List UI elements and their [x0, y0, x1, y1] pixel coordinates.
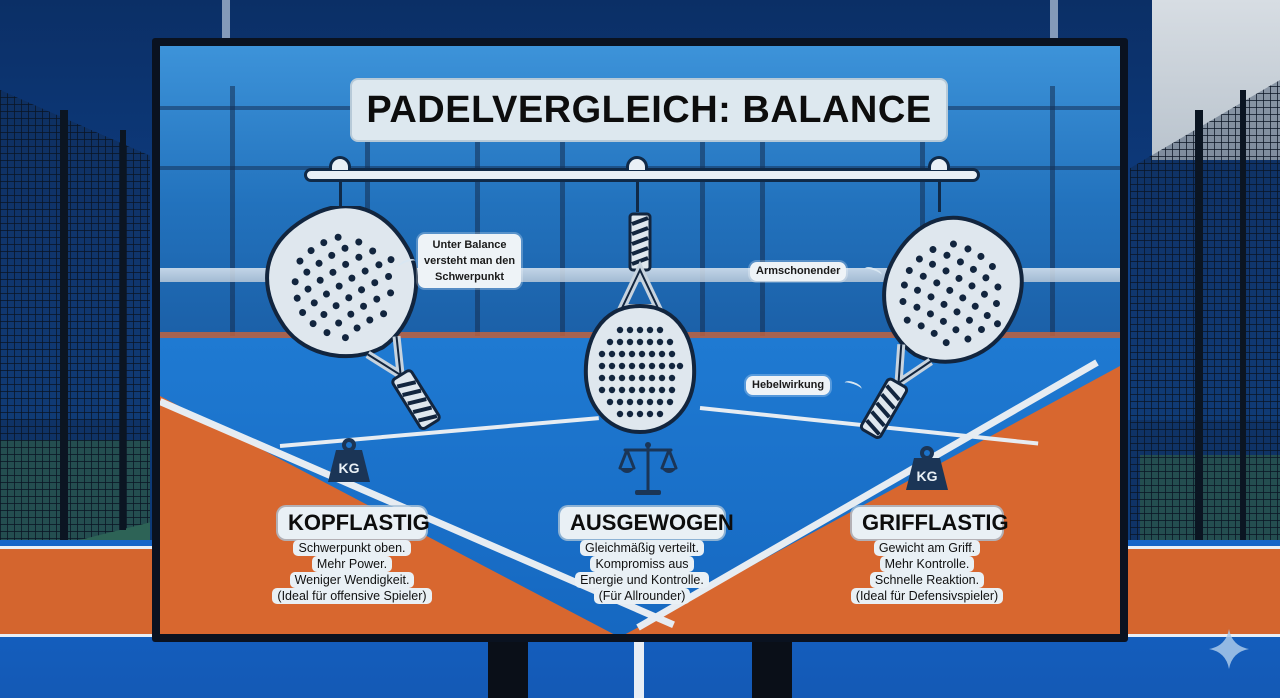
left-glass-cage — [0, 90, 150, 560]
description-line: Gewicht am Griff. — [873, 540, 981, 556]
description-line: Weniger Wendigkeit. — [289, 572, 415, 588]
description-line: Kompromiss aus — [590, 556, 694, 572]
court-floor-orange — [1120, 548, 1280, 634]
hanging-string — [339, 182, 342, 216]
cage-post — [1240, 90, 1246, 560]
column-title: KOPFLASTIG — [288, 510, 430, 535]
description-balanced: Gleichmäßig verteilt. Kompromiss aus Ene… — [542, 540, 742, 604]
racket-handle-heavy — [840, 214, 1030, 454]
description-line: Gleichmäßig verteilt. — [580, 540, 704, 556]
court-floor-orange — [0, 548, 160, 634]
cage-post — [120, 130, 126, 530]
callout-text: Armschonender — [756, 265, 841, 277]
cage-post — [60, 110, 68, 540]
callout-arm-friendly: Armschonender — [750, 262, 847, 281]
description-line: Energie und Kontrolle. — [575, 572, 709, 588]
description-line: Schwerpunkt oben. — [293, 540, 411, 556]
ceiling-beam — [1050, 0, 1058, 40]
svg-text:KG: KG — [339, 460, 360, 476]
fence-post — [700, 86, 705, 336]
description-head-heavy: Schwerpunkt oben. Mehr Power. Weniger We… — [250, 540, 454, 604]
hook-icon — [329, 156, 351, 170]
ceiling-beam — [222, 0, 230, 40]
description-line: Mehr Kontrolle. — [879, 556, 975, 572]
callout-line: versteht man den — [424, 255, 516, 267]
display-stand-leg — [488, 638, 528, 698]
callout-balance-definition: Unter Balance versteht man den Schwerpun… — [418, 234, 522, 288]
hook-icon — [928, 156, 950, 170]
kg-weight-icon: KG — [904, 446, 950, 492]
court-center-line — [634, 640, 644, 698]
label-handle-heavy: GRIFFLASTIG — [852, 507, 1009, 539]
hook-icon — [626, 156, 648, 170]
fence-post — [920, 86, 925, 336]
racket-head-heavy — [250, 206, 450, 446]
svg-text:KG: KG — [917, 468, 938, 484]
description-handle-heavy: Gewicht am Griff. Mehr Kontrolle. Schnel… — [824, 540, 1030, 604]
hanging-string — [938, 182, 941, 212]
racket-balanced — [580, 212, 700, 437]
callout-line: Schwerpunkt — [435, 271, 505, 283]
fence-post — [760, 86, 765, 336]
label-balanced: AUSGEWOGEN — [560, 507, 734, 539]
cage-post — [1195, 110, 1203, 550]
kg-weight-icon: KG — [326, 438, 372, 484]
title-banner: PADELVERGLEICH: BALANCE — [350, 78, 948, 142]
fence-post — [560, 86, 565, 336]
balance-scale-icon — [617, 440, 679, 498]
callout-line: Unter Balance — [432, 239, 507, 251]
fence-post — [230, 86, 235, 336]
description-line: (Ideal für offensive Spieler) — [272, 588, 432, 604]
display-stand-leg — [752, 638, 792, 698]
callout-text: Hebelwirkung — [752, 379, 825, 391]
description-line: Mehr Power. — [311, 556, 393, 572]
page-title: PADELVERGLEICH: BALANCE — [366, 88, 932, 131]
callout-leverage: Hebelwirkung — [746, 376, 831, 395]
fence-post — [475, 86, 480, 336]
description-line: Schnelle Reaktion. — [869, 572, 985, 588]
description-line: (Für Allrounder) — [593, 588, 691, 604]
description-line: (Ideal für Defensivspieler) — [850, 588, 1004, 604]
display-monitor: PADELVERGLEICH: BALANCE — [152, 38, 1128, 642]
label-head-heavy: KOPFLASTIG — [278, 507, 430, 539]
right-glass-cage — [1130, 80, 1280, 570]
infographic-screen: PADELVERGLEICH: BALANCE — [160, 46, 1120, 634]
hanging-bar — [304, 168, 980, 182]
hanging-string — [636, 182, 639, 212]
fence-post — [1050, 86, 1055, 336]
sparkle-icon — [1209, 629, 1249, 669]
column-title: AUSGEWOGEN — [570, 510, 734, 535]
column-title: GRIFFLASTIG — [862, 510, 1009, 535]
